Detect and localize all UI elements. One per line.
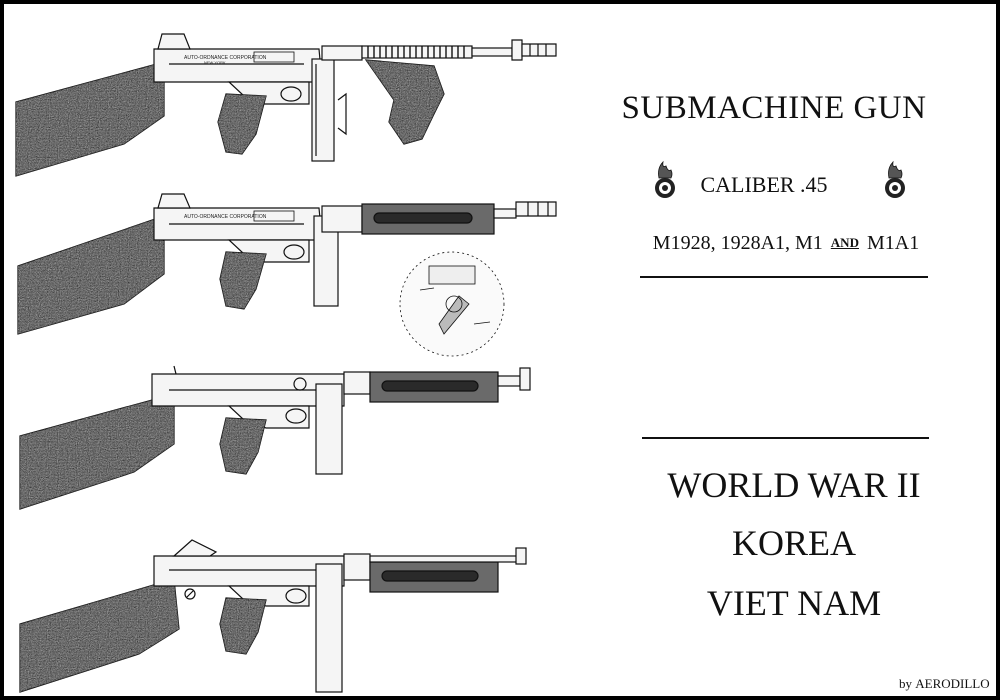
compensator xyxy=(521,43,557,57)
models-and: AND xyxy=(830,235,859,250)
artist-credit: by AERODILLO xyxy=(899,676,996,692)
stick-magazine xyxy=(311,58,335,162)
divider-top xyxy=(640,276,928,278)
war-world-war-ii: WORLD WAR II xyxy=(667,465,921,505)
gun-receiver xyxy=(153,555,345,587)
compensator xyxy=(515,201,557,217)
ordnance-insignia-icon xyxy=(885,160,905,198)
war-viet-nam: VIET NAM xyxy=(706,583,882,623)
divider-bottom xyxy=(642,437,929,439)
finned-barrel xyxy=(361,45,473,59)
poster-sheet: AUTO-ORDNANCE CORPORATION NEW YORK xyxy=(4,4,996,696)
war-korea: KOREA xyxy=(732,523,856,563)
svg-text:NEW YORK: NEW YORK xyxy=(204,60,226,65)
models-part-1: M1928, 1928A1, M1 xyxy=(652,232,823,254)
gun-illustrations: AUTO-ORDNANCE CORPORATION NEW YORK xyxy=(15,33,905,693)
gun-receiver xyxy=(153,48,323,83)
drum-magazine-diagram xyxy=(399,251,505,357)
receiver-marking: AUTO-ORDNANCE CORPORATION xyxy=(184,55,267,61)
receiver-marking: AUTO-ORDNANCE CORPORATION xyxy=(184,214,267,220)
models-part-2: M1A1 xyxy=(866,232,920,254)
gun-m1928: AUTO-ORDNANCE CORPORATION NEW YORK xyxy=(15,33,557,177)
caliber-label: CALIBER .45 xyxy=(700,172,828,197)
rear-sight xyxy=(172,539,218,557)
gun-m1928a1: AUTO-ORDNANCE CORPORATION xyxy=(17,193,557,357)
stick-magazine xyxy=(315,563,343,693)
gun-m1 xyxy=(19,365,531,510)
ordnance-insignia-icon xyxy=(655,160,675,198)
credit-prefix: by xyxy=(899,676,912,691)
credit-name: AERODILLO xyxy=(915,676,990,691)
models-line: M1928, 1928A1, M1 AND M1A1 xyxy=(616,232,956,255)
poster-title: SUBMACHINE GUN xyxy=(621,90,927,126)
gun-m1a1 xyxy=(19,539,527,693)
stick-magazine xyxy=(315,383,343,475)
